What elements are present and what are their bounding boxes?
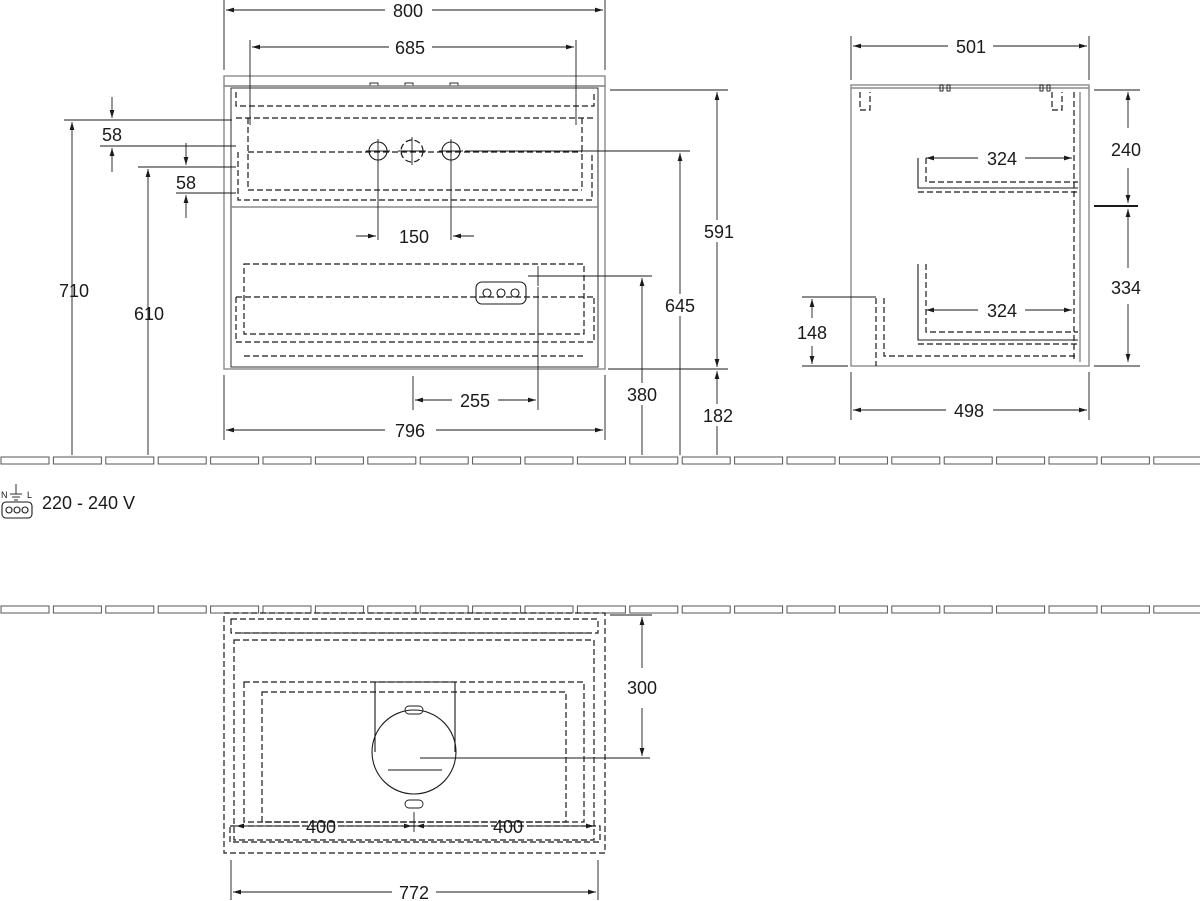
- floor-line-lower: [0, 605, 1200, 614]
- dim-height-591: 591: [704, 222, 734, 242]
- floor-tile: [629, 605, 679, 614]
- dim-depth-498: 498: [954, 401, 984, 421]
- power-outlet-icon: N L: [1, 484, 33, 519]
- plan-view: 300 400 400 772: [223, 612, 657, 901]
- floor-tile: [576, 456, 626, 465]
- dim-width-685: 685: [395, 38, 425, 58]
- side-view: 501 324 324 240 334 148 498: [797, 36, 1141, 421]
- svg-text:N: N: [1, 490, 8, 500]
- floor-tile: [157, 456, 207, 465]
- dim-height-710: 710: [59, 281, 89, 301]
- dim-shelf-lower-324: 324: [987, 301, 1017, 321]
- floor-tile: [943, 605, 993, 614]
- dim-socket-height-380: 380: [627, 385, 657, 405]
- dim-depth-501: 501: [956, 37, 986, 57]
- dim-plan-right-400: 400: [493, 817, 523, 837]
- floor-tile: [734, 456, 784, 465]
- dim-shelf-upper-324: 324: [987, 149, 1017, 169]
- floor-tile: [576, 605, 626, 614]
- floor-tile: [0, 605, 50, 614]
- dim-height-240: 240: [1111, 140, 1141, 160]
- floor-tile: [367, 605, 417, 614]
- dim-plan-width-772: 772: [399, 883, 429, 901]
- floor-tile: [838, 456, 888, 465]
- floor-tile: [0, 456, 50, 465]
- dim-width-800: 800: [393, 1, 423, 21]
- front-cabinet-body: [223, 85, 606, 370]
- dim-offset-58-a: 58: [102, 125, 122, 145]
- floor-tile: [314, 605, 364, 614]
- floor-tile: [524, 605, 574, 614]
- floor-tile: [367, 456, 417, 465]
- floor-tile: [524, 456, 574, 465]
- floor-tile: [681, 456, 731, 465]
- floor-tile: [210, 605, 260, 614]
- floor-tile: [314, 456, 364, 465]
- floor-tile: [1100, 456, 1150, 465]
- floor-tile: [891, 605, 941, 614]
- front-countertop: [223, 75, 606, 87]
- floor-tile: [1048, 605, 1098, 614]
- floor-tile: [157, 605, 207, 614]
- dim-plan-left-400: 400: [306, 817, 336, 837]
- dim-socket-offset-255: 255: [460, 391, 490, 411]
- floor-tile: [105, 456, 155, 465]
- floor-tile: [996, 456, 1046, 465]
- floor-tile: [1153, 605, 1200, 614]
- socket-outline: [475, 281, 527, 305]
- floor-tile: [210, 456, 260, 465]
- voltage-label: 220 - 240 V: [42, 493, 135, 513]
- dim-offset-58-b: 58: [176, 173, 196, 193]
- floor-tile: [472, 456, 522, 465]
- floor-tile: [943, 456, 993, 465]
- floor-tile: [262, 605, 312, 614]
- floor-tile: [419, 456, 469, 465]
- side-cabinet-body: [850, 84, 1090, 367]
- floor-tile: [52, 605, 102, 614]
- front-view: 800 685 710 58 58 610 150 591: [59, 0, 738, 455]
- tap-hole-right: [439, 139, 463, 163]
- floor-tile: [681, 605, 731, 614]
- floor-tile: [472, 605, 522, 614]
- floor-tile: [52, 456, 102, 465]
- floor-tile: [891, 456, 941, 465]
- floor-tile: [786, 605, 836, 614]
- dim-plan-depth-300: 300: [627, 678, 657, 698]
- floor-tile: [1048, 456, 1098, 465]
- dim-width-796: 796: [395, 421, 425, 441]
- tap-hole-left: [366, 139, 390, 163]
- floor-tile: [786, 456, 836, 465]
- floor-tile: [1153, 456, 1200, 465]
- floor-tile: [419, 605, 469, 614]
- floor-tile: [838, 605, 888, 614]
- floor-tile: [262, 456, 312, 465]
- siphon-cutout: [371, 709, 457, 795]
- floor-tile: [996, 605, 1046, 614]
- plan-outline: [223, 612, 606, 854]
- floor-tile: [1100, 605, 1150, 614]
- tap-hole-center: [398, 137, 426, 165]
- dim-height-610: 610: [134, 304, 164, 324]
- floor-tile: [629, 456, 679, 465]
- dim-base-height-182: 182: [703, 406, 733, 426]
- dim-plinth-148: 148: [797, 323, 827, 343]
- floor-tile: [734, 605, 784, 614]
- floor-line-upper: [0, 456, 1200, 465]
- svg-text:L: L: [27, 490, 32, 500]
- floor-tile: [105, 605, 155, 614]
- dim-height-334: 334: [1111, 278, 1141, 298]
- dim-height-645: 645: [665, 296, 695, 316]
- dim-tap-spacing-150: 150: [399, 227, 429, 247]
